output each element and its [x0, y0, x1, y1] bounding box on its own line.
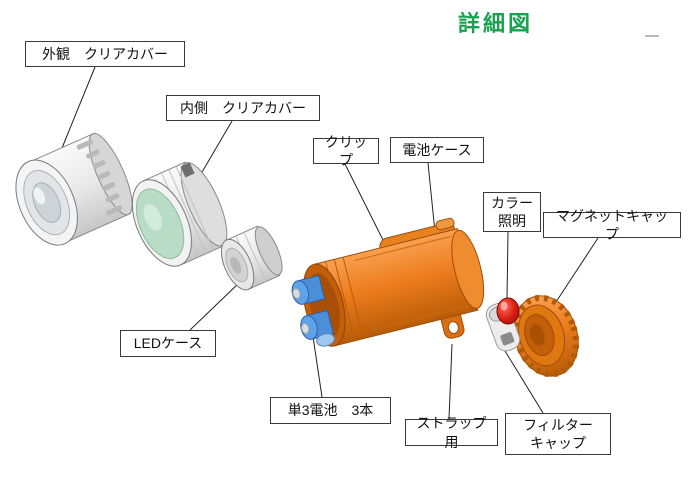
page-title: 詳細図 — [458, 11, 534, 36]
aa-batteries — [291, 274, 335, 347]
part-magnet-cap — [512, 294, 580, 378]
head-vent-slots — [76, 139, 123, 216]
label-inner-clear-cover: 内側 クリアカバー — [166, 95, 320, 121]
label-led-case: LEDケース — [120, 330, 216, 357]
label-clip: クリップ — [313, 134, 379, 168]
leader-lines — [61, 66, 599, 420]
label-filter-cap: フィルター キャップ — [505, 413, 611, 455]
label-batteries: 単3電池 3本 — [270, 397, 391, 424]
label-magnet-cap: マグネットキャップ — [543, 208, 681, 242]
ring-tab — [180, 162, 195, 178]
part-color-light — [496, 297, 520, 325]
part-battery-case — [291, 217, 485, 347]
part-led-case — [220, 225, 283, 291]
label-strap: ストラップ用 — [405, 415, 498, 450]
label-battery-case: 電池ケース — [390, 137, 484, 163]
part-outer-clear-cover — [15, 132, 133, 246]
part-inner-clear-cover — [131, 161, 228, 267]
label-color-light: カラー 照明 — [483, 192, 541, 232]
label-outer-clear-cover: 外観 クリアカバー — [25, 41, 185, 67]
